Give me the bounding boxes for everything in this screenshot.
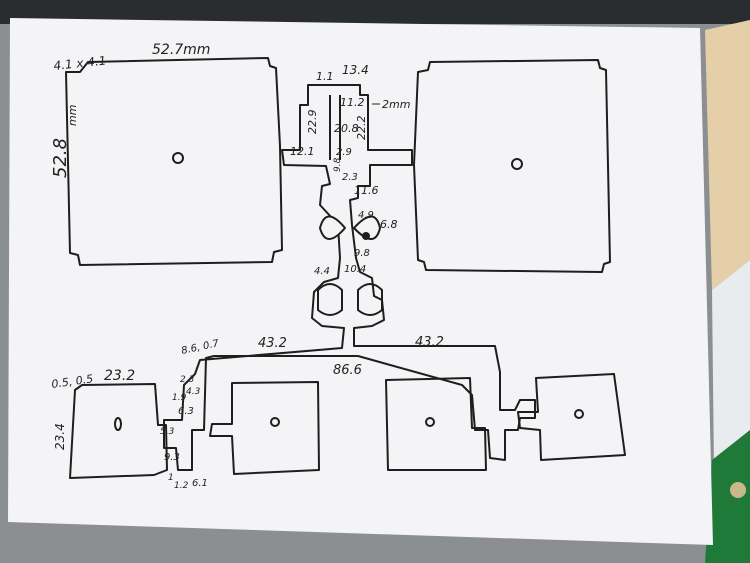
bottom-center-right-patch-feed-point: [425, 417, 435, 427]
label-2mm: 2mm: [382, 98, 410, 111]
bottom-center-right-patch-outline: [385, 377, 487, 471]
top-left-patch-outline: [65, 57, 283, 266]
bottom-right-patch-outline: [517, 373, 626, 461]
label-6-8: 6.8: [380, 218, 398, 231]
label-86-6: 86.6: [333, 363, 362, 378]
pcb-component: [730, 482, 746, 498]
label-11-2: 11.2: [340, 96, 365, 109]
label-22-2: 22.2: [355, 116, 368, 141]
label-bottom-width: 23.2: [104, 368, 135, 384]
top-left-patch-feed-point: [172, 152, 184, 164]
label-2-9: 2.9: [336, 147, 352, 158]
label-step-1-9: 1.9: [172, 393, 187, 403]
bottom-center-left-patch-feed-point: [270, 417, 280, 427]
label-height-mm: mm: [66, 105, 79, 126]
label-branch-left: 43.2: [258, 336, 287, 351]
label-branch-right: 43.2: [415, 335, 444, 350]
label-bottom-height: 23.4: [53, 423, 67, 450]
bottom-left-patch-outline: [69, 383, 168, 479]
green-pcb-board: [705, 430, 750, 563]
label-height-52-8: 52.8: [50, 138, 71, 178]
top-right-patch-feed-point: [511, 158, 523, 170]
label-step-1: 1: [168, 473, 174, 483]
label-step-2-3: 2.3: [180, 375, 195, 385]
label-2-3: 2.3: [342, 172, 358, 183]
label-4-9: 4.9: [358, 210, 374, 221]
label-step-6-3: 6.3: [178, 406, 194, 417]
left-loop-feed: [317, 283, 343, 316]
label-step-6-1: 6.1: [192, 478, 208, 489]
label-10-4: 10.4: [344, 264, 366, 275]
label-20-8: 20.8: [334, 122, 359, 135]
paper-sheet: [8, 18, 713, 545]
label-12-1: 12.1: [290, 145, 315, 158]
label-width-52-7: 52.7mm: [152, 42, 210, 58]
bottom-right-patch-feed-point: [574, 409, 584, 419]
label-9-8b: 9.8: [354, 248, 370, 259]
label-22-9: 22.9: [306, 110, 319, 135]
label-step-9-3: 9.3: [164, 452, 180, 463]
label-11-6: 11.6: [354, 184, 379, 197]
right-loop-feed: [357, 283, 383, 316]
label-step-5-3: 5.3: [160, 427, 175, 437]
bottom-left-patch-feed-point: [114, 417, 122, 431]
label-step-4-3: 4.3: [186, 387, 201, 397]
label-1-1: 1.1: [316, 70, 334, 83]
label-bottom-corner: 0.5, 0.5: [51, 372, 94, 391]
label-9-8: 9.8: [333, 157, 343, 172]
bottom-center-left-patch-outline: [209, 381, 320, 475]
wooden-table-edge: [705, 20, 750, 290]
label-step-1-2: 1.2: [174, 481, 189, 491]
radial-stub-left: [319, 215, 346, 240]
label-corner-4-1: 4.1 x 4.1: [53, 54, 107, 73]
label-4-4: 4.4: [314, 266, 330, 277]
radial-stub-mark: [362, 232, 370, 240]
center-feed-line: [163, 84, 536, 471]
label-13-4: 13.4: [342, 63, 369, 77]
top-right-patch-outline: [413, 59, 611, 273]
